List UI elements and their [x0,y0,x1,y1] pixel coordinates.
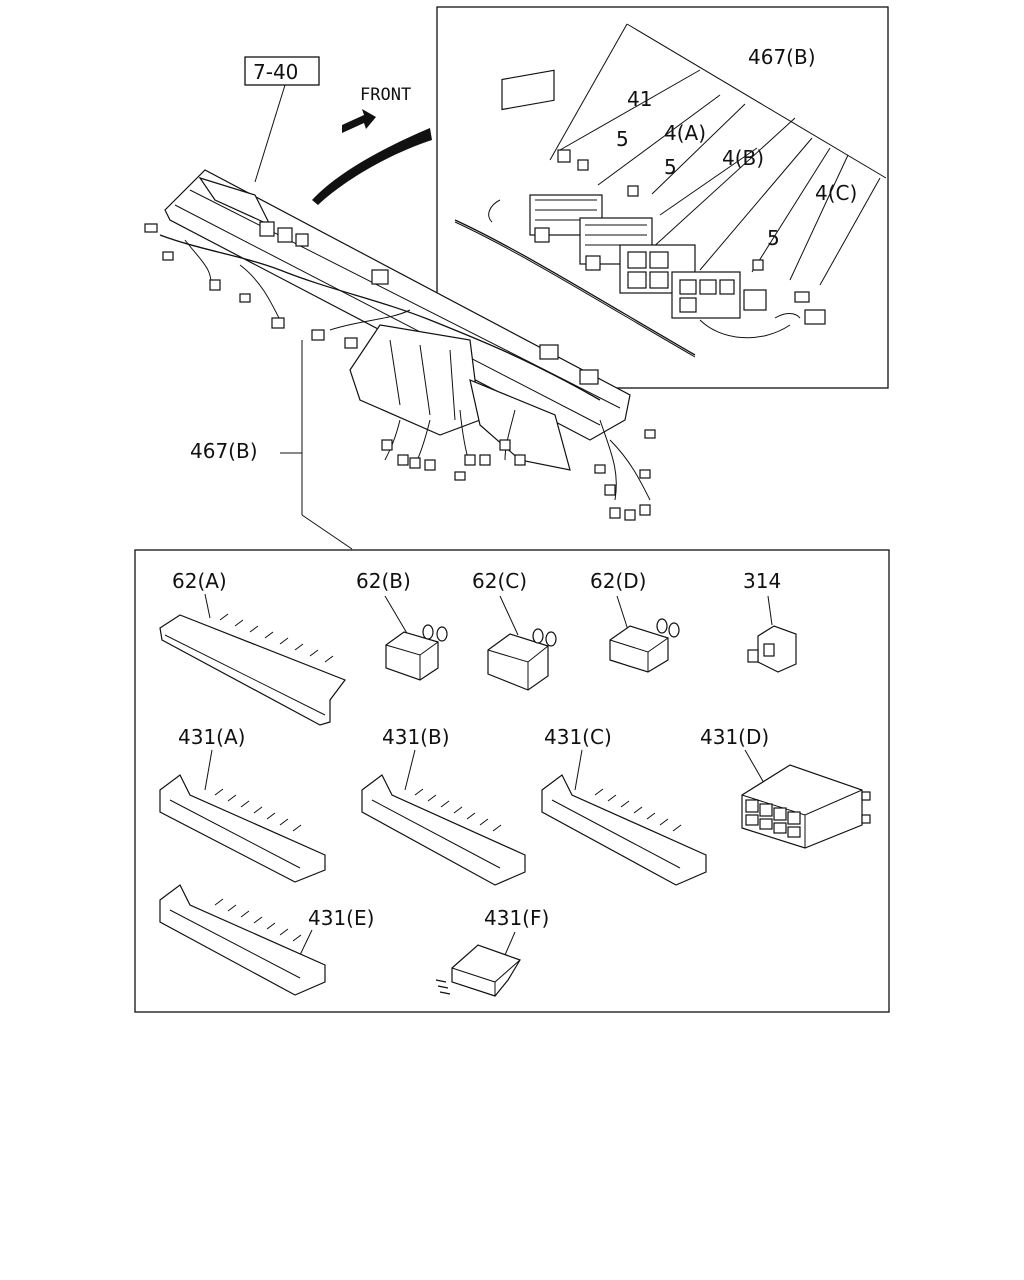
part-62b: 62(B) [356,569,448,681]
ref-box-label: 7-40 [253,60,298,84]
part-62c: 62(C) [472,569,557,691]
part-431f: 431(F) [435,906,549,997]
label-62c: 62(C) [472,569,527,593]
front-arrow-icon [342,109,376,133]
part-431d: 431(D) [700,725,871,849]
label-41: 41 [627,87,652,111]
label-467b-main: 467(B) [190,439,258,463]
front-indicator: FRONT [342,85,411,133]
part-431b: 431(B) [361,725,526,886]
main-harness-label: 467(B) [190,340,353,550]
label-431c: 431(C) [544,725,612,749]
part-62d: 62(D) [590,569,680,673]
part-431e: 431(E) [159,884,374,996]
part-431a: 431(A) [159,725,326,883]
label-62b: 62(B) [356,569,411,593]
inset-pointer [312,128,432,205]
label-431d: 431(D) [700,725,769,749]
label-5-a: 5 [616,127,629,151]
label-431f: 431(F) [484,906,549,930]
part-314: 314 [743,569,797,673]
label-62d: 62(D) [590,569,646,593]
label-5-b: 5 [664,155,677,179]
part-62a: 62(A) [159,569,346,726]
relay-box-a [619,244,696,294]
reference-box: 7-40 [244,56,320,183]
label-314: 314 [743,569,781,593]
part-431c: 431(C) [541,725,707,886]
parts-box: 62(A) 62(B) 62(C) 62(D) [134,549,890,1013]
front-label: FRONT [360,85,411,105]
label-4a: 4(A) [664,121,706,145]
label-431b: 431(B) [382,725,450,749]
label-4c: 4(C) [815,181,857,205]
label-467b-inset: 467(B) [748,45,816,69]
label-5-c: 5 [767,226,780,250]
label-62a: 62(A) [172,569,227,593]
label-431e: 431(E) [308,906,374,930]
inset-box: 467(B) 41 5 4(A) 5 4(B) 5 4(C) [436,6,889,389]
label-4b: 4(B) [722,146,764,170]
label-431a: 431(A) [178,725,245,749]
harness-assembly [144,169,656,521]
relay-box-b [671,271,741,319]
